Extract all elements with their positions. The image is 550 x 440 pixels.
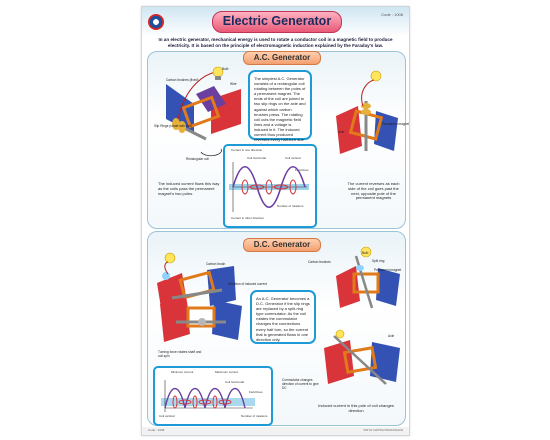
graph-coil-horizontal-dc: Coil horizontal: [225, 380, 245, 384]
publisher-logo-icon: [148, 14, 164, 30]
label-axle-dc: Axle: [388, 334, 395, 338]
graph-coil-vertical-dc: Coil vertical: [159, 414, 175, 418]
dc-current-graph: Minimum current Maximum current Coil hor…: [153, 366, 273, 426]
label-bulb: Bulb: [222, 67, 229, 71]
label-wire: Wire: [230, 82, 237, 86]
ac-sine-wave: [229, 162, 309, 212]
graph-maximum-current: Maximum current: [215, 370, 239, 374]
ac-panel: A.C. Generator Carbon brushes (fixed) Wi…: [147, 51, 410, 229]
dc-generator-illustration-middle-left: [160, 298, 242, 342]
page-title: Electric Generator: [222, 14, 332, 28]
label-direction-induced: Direction of induced current: [228, 282, 267, 286]
graph-field-lines-dc: Field lines: [249, 390, 263, 394]
bulb-icon: [164, 252, 176, 264]
title-banner: Electric Generator: [212, 11, 342, 33]
label-carbon-brush: Carbon brush: [206, 262, 226, 266]
bulb-icon: [370, 70, 382, 82]
rotation-arrow-icon: [200, 148, 222, 157]
label-carbon-brushes-dc: Carbon brushes: [308, 260, 331, 264]
label-carbon-brushes: Carbon brushes (fixed): [166, 78, 199, 82]
bulb-icon: [360, 246, 372, 258]
label-axle: Axle: [338, 130, 345, 134]
graph-top-label: Current in one direction: [231, 148, 263, 152]
graph-minimum-current: Minimum current: [171, 370, 194, 374]
ac-section-title: A.C. Generator: [243, 51, 321, 65]
dc-description-box: An A.C. Generator becomes a D.C. Generat…: [250, 290, 316, 344]
graph-bottom-label: Current in other direction: [231, 216, 265, 220]
label-slip-rings: Slip Rings (rotate with coil): [154, 124, 192, 128]
poster: Electric Generator Code : 1008 In an ele…: [141, 6, 410, 436]
label-permanent-magnet: Permanent magnet: [382, 122, 410, 126]
intro-text: In an electric generator, mechanical ene…: [158, 37, 393, 48]
footer: Code : 1008 VIDYA CHITRA PRAKASHAN: [142, 427, 409, 435]
label-rectangular-coil: Rectangular coil: [186, 157, 209, 161]
ac-generator-illustration-right: [336, 70, 398, 154]
graph-coil-horizontal: Coil horizontal: [247, 156, 267, 160]
ac-generator-illustration-left: [166, 66, 241, 157]
label-commutator: Commutator changes direction of current …: [282, 378, 319, 390]
label-split-ring: Split ring: [372, 259, 385, 263]
ac-note-left: The induced current flows this way as th…: [158, 181, 220, 196]
header: Electric Generator Code : 1008: [142, 7, 409, 37]
graph-field-lines: Field lines: [295, 168, 309, 172]
rectangular-coil-icon: [181, 95, 221, 129]
ac-description-box: The simplest A.C. Generator consists of …: [248, 70, 312, 147]
footer-code: Code : 1008: [148, 428, 165, 432]
label-turning-force: Turning force rotates shaft and coil spi…: [158, 350, 202, 358]
ac-current-graph: Current in one direction Coil horizontal…: [223, 144, 317, 228]
dc-note-bottom: Induced current in this pole of coil cha…: [318, 403, 394, 413]
dc-rectified-wave: [161, 380, 255, 412]
label-bulb-dc: Bulb: [362, 251, 369, 255]
footer-publisher: VIDYA CHITRA PRAKASHAN: [363, 428, 403, 432]
graph-rotations-dc: Number of rotations: [241, 414, 268, 418]
dc-generator-illustration-right: [336, 246, 400, 309]
chart-code: Code : 1008: [381, 12, 403, 17]
ac-note-right: The current reverses as each side of the…: [347, 181, 400, 201]
dc-generator-illustration-right-middle: [324, 329, 400, 385]
dc-panel: D.C. Generator Carbon brush Direction of…: [147, 231, 406, 426]
graph-coil-vertical: Coil vertical: [285, 156, 301, 160]
dc-section-title: D.C. Generator: [243, 238, 321, 252]
label-permanent-magnet-dc: Permanent magnet: [374, 268, 402, 272]
bulb-icon: [335, 329, 345, 339]
graph-rotations: Number of rotations: [277, 204, 304, 208]
